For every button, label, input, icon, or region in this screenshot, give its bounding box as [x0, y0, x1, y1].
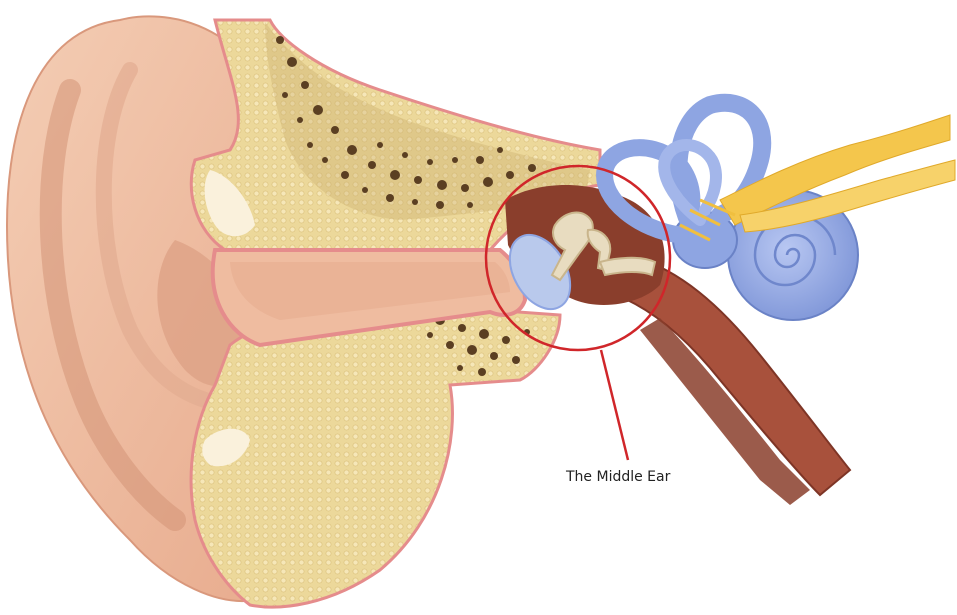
stapes	[600, 258, 655, 275]
temporal-bone-lower	[191, 305, 560, 607]
callout-leader-line	[601, 350, 628, 460]
middle-ear-label: The Middle Ear	[566, 469, 670, 485]
